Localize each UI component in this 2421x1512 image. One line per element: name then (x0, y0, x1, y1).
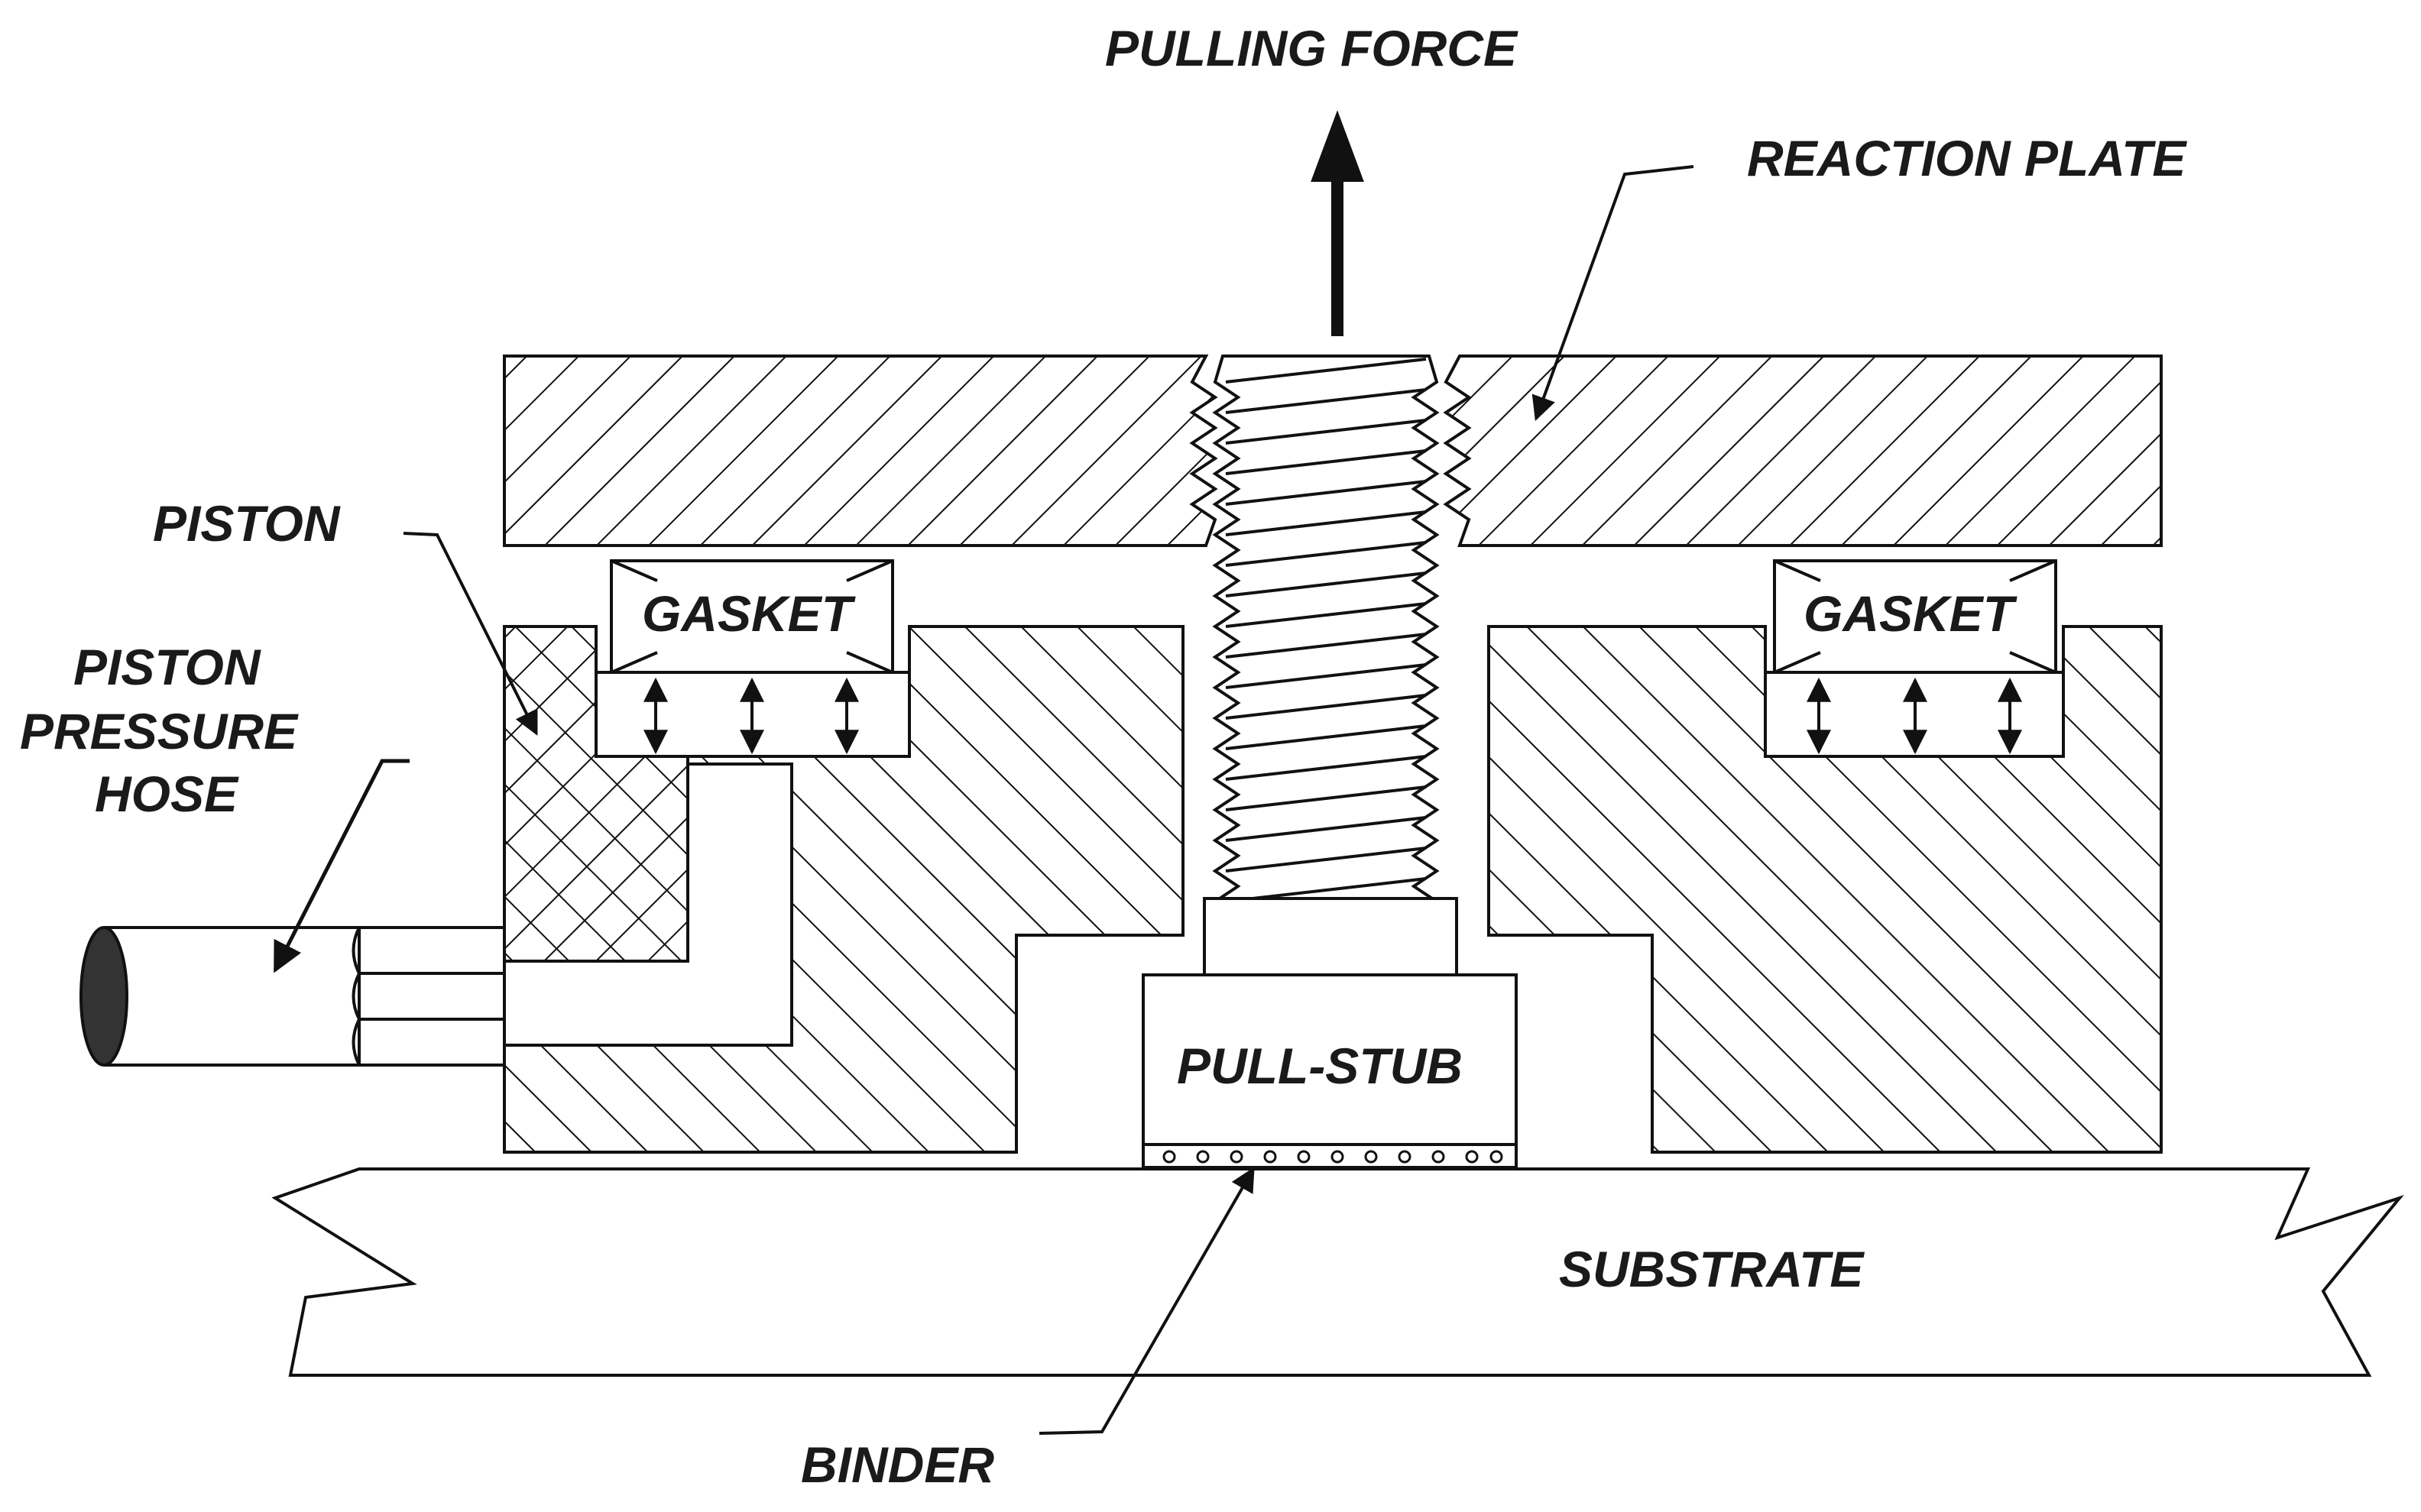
reaction-plate-right (1443, 355, 2163, 547)
reaction-plate-leader (1531, 165, 1694, 422)
pressure-arrows-right (1807, 677, 2022, 755)
binder-leader (1039, 1167, 1255, 1435)
label-substrate: SUBSTRATE (1559, 1241, 1865, 1297)
rod-neck (1203, 897, 1458, 976)
label-gasket-right: GASKET (1804, 585, 2018, 642)
label-piston: PISTON (153, 495, 341, 552)
label-piston-pressure-hose-1: PISTON (73, 639, 261, 695)
label-pull-stub: PULL-STUB (1177, 1038, 1463, 1094)
label-pulling-force: PULLING FORCE (1105, 20, 1518, 76)
gasket-left (610, 559, 894, 674)
binder-layer (1142, 1143, 1518, 1169)
pressure-arrows-left (643, 677, 859, 755)
reaction-plate-left (503, 355, 1218, 547)
hose-leader (273, 759, 410, 973)
threaded-rod (1212, 355, 1440, 918)
substrate-body (271, 1167, 2404, 1377)
label-piston-pressure-hose-2: PRESSURE (20, 703, 299, 759)
piston-leader (403, 532, 538, 736)
pressure-hose (79, 926, 506, 1067)
gasket-right (1773, 559, 2057, 674)
label-piston-pressure-hose-3: HOSE (95, 766, 239, 822)
pulling-force-arrow (1311, 110, 1364, 336)
pull-stub (1142, 973, 1518, 1146)
label-binder: BINDER (801, 1436, 994, 1493)
label-gasket-left: GASKET (642, 585, 856, 642)
label-reaction-plate: REACTION PLATE (1747, 130, 2187, 186)
